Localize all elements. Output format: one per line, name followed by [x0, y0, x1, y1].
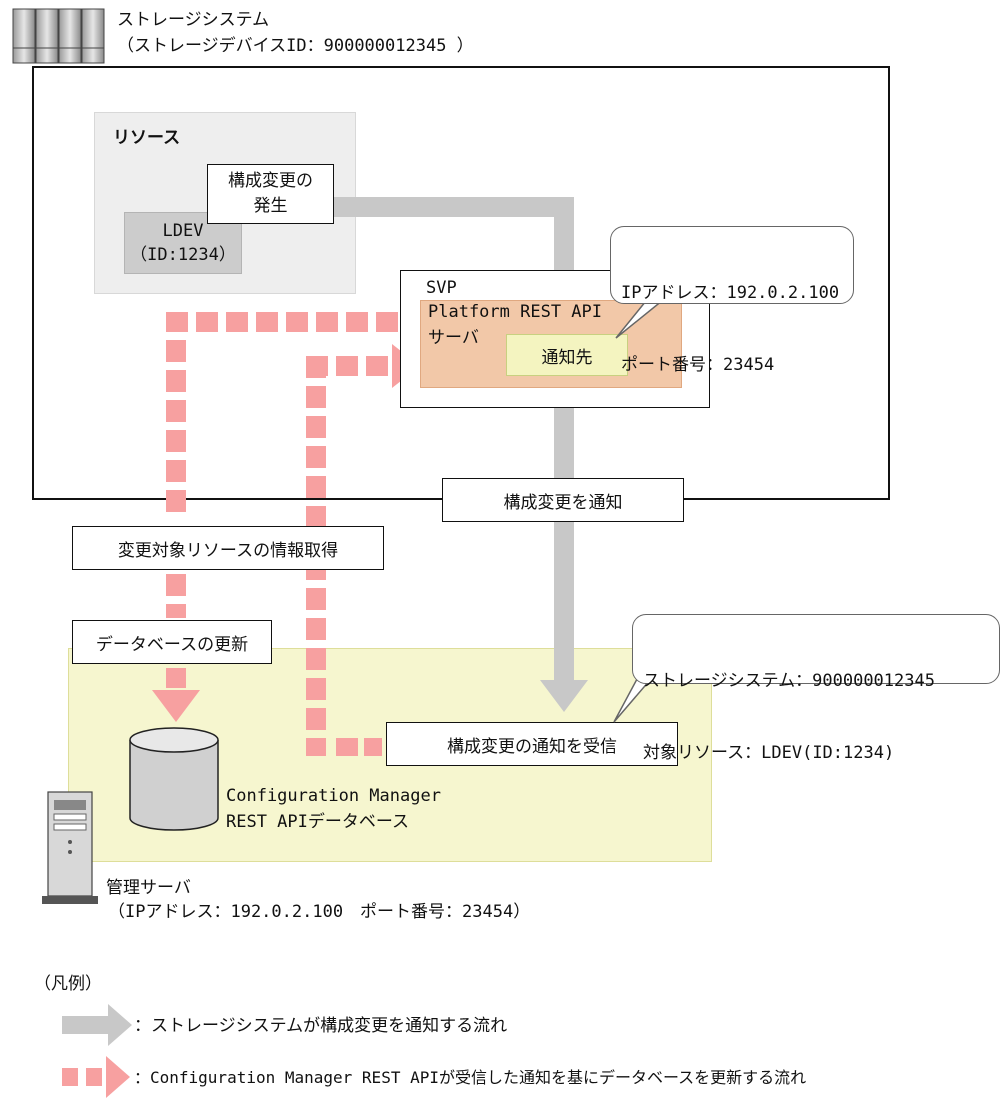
- legend-title: （凡例）: [34, 974, 102, 994]
- notification-destination: 通知先: [506, 334, 628, 376]
- svp-ip-address: IPアドレス：192.0.2.100: [621, 283, 840, 303]
- config-change-label: 構成変更の 発生: [207, 164, 334, 224]
- management-server-address: （IPアドレス：192.0.2.100 ポート番号：23454）: [108, 902, 531, 922]
- legend-pink-text: ：Configuration Manager REST APIが受信した通知を基…: [134, 1068, 807, 1087]
- destination-label: 通知先: [541, 347, 593, 368]
- legend-pink-arrow: [62, 1056, 130, 1098]
- management-server-title: 管理サーバ: [106, 878, 191, 898]
- config-change-line1: 構成変更の: [228, 171, 313, 191]
- server-line1: Platform REST API: [428, 302, 602, 322]
- notification-target-resource: 対象リソース：LDEV(ID:1234): [643, 743, 895, 763]
- database-line1: Configuration Manager: [226, 786, 441, 806]
- receive-notification-label: 構成変更の通知を受信: [386, 722, 678, 766]
- notification-storage-system: ストレージシステム：900000012345: [643, 671, 935, 691]
- legend-gray-text: ：ストレージシステムが構成変更を通知する流れ: [134, 1016, 508, 1036]
- notification-content-callout: ストレージシステム：900000012345 対象リソース：LDEV(ID:12…: [632, 614, 1000, 763]
- server-line2: サーバ: [428, 328, 479, 348]
- ldev-name: LDEV: [162, 221, 204, 241]
- svp-address-callout: IPアドレス：192.0.2.100 ポート番号：23454: [610, 226, 854, 375]
- storage-device-id: （ストレージデバイスID：900000012345 ）: [117, 36, 474, 56]
- svp-title: SVP: [426, 278, 457, 298]
- svp-port-number: ポート番号：23454: [621, 355, 775, 375]
- resource-title: リソース: [113, 128, 181, 148]
- gray-flow-arrow: [334, 197, 588, 712]
- config-change-line2: 発生: [253, 196, 288, 216]
- database-line2: REST APIデータベース: [226, 812, 410, 832]
- legend-gray-arrow: [62, 1004, 132, 1046]
- update-database-label: データベースの更新: [72, 620, 272, 664]
- storage-system-title: ストレージシステム: [117, 10, 270, 30]
- get-resource-info-label: 変更対象リソースの情報取得: [72, 526, 384, 570]
- storage-system-icon: [12, 8, 108, 64]
- notify-config-change-label: 構成変更を通知: [442, 478, 684, 522]
- ldev-id: （ID:1234）: [130, 245, 236, 265]
